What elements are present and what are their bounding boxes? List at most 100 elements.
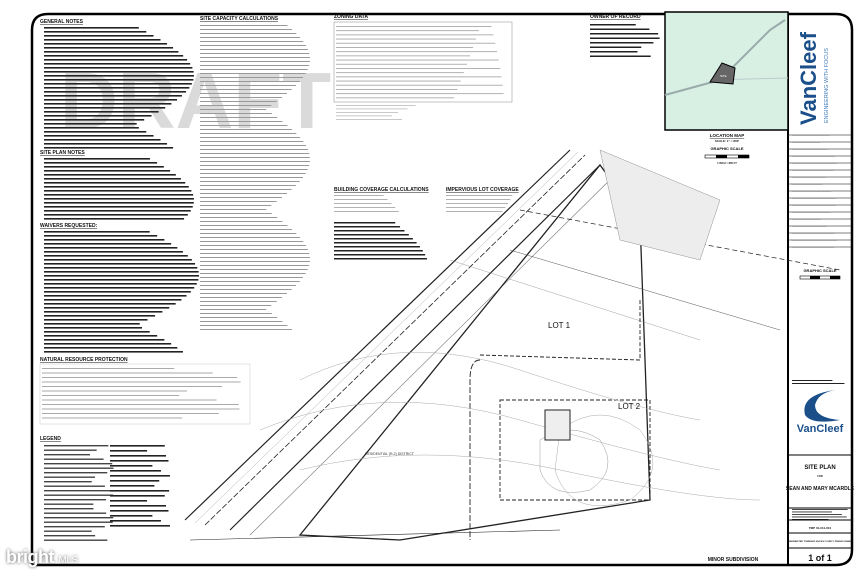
text-line (590, 33, 659, 35)
text-line (200, 37, 301, 38)
text-line (44, 174, 176, 176)
text-line (200, 201, 277, 202)
text-line (334, 211, 399, 212)
text-line (42, 399, 217, 401)
text-line (334, 246, 420, 248)
text-line (200, 165, 310, 166)
text-line (200, 245, 306, 246)
text-line (44, 147, 174, 149)
text-line (44, 95, 182, 97)
text-line (200, 265, 310, 266)
text-line (44, 255, 188, 257)
text-line (336, 112, 399, 113)
property-line (298, 163, 651, 541)
text-line (44, 31, 147, 33)
text-line (200, 305, 272, 306)
text-line (200, 69, 308, 70)
text-line (200, 169, 308, 170)
text-line (44, 481, 92, 483)
text-line (200, 217, 278, 218)
text-line (334, 234, 409, 236)
text-line (200, 45, 306, 46)
text-line (336, 97, 455, 99)
text-line (792, 380, 833, 381)
text-line (44, 178, 181, 180)
note-text-blocks (42, 24, 848, 541)
text-line (44, 275, 199, 277)
text-line (200, 157, 310, 158)
text-line (334, 258, 427, 260)
svg-text:ENGINEERING WITH FOCUS: ENGINEERING WITH FOCUS (824, 48, 830, 123)
text-line (200, 325, 288, 326)
text-line (200, 57, 310, 58)
text-line (336, 47, 474, 48)
text-line (110, 445, 165, 447)
text-line (334, 238, 413, 240)
text-line (44, 521, 113, 523)
waivers-heading: WAIVERS REQUESTED: (40, 223, 98, 229)
sheet-type: MINOR SUBDIVISION (708, 557, 759, 563)
text-line (44, 503, 94, 505)
text-line (200, 77, 304, 78)
svg-text:VanCleef: VanCleef (796, 31, 821, 125)
text-line (44, 55, 184, 57)
text-line (44, 186, 189, 188)
text-line (200, 49, 308, 50)
township-county: BEDMINSTER TOWNSHIP, BUCKS COUNTY, PENNS… (788, 540, 852, 543)
text-line (200, 205, 272, 206)
text-line (44, 87, 190, 89)
text-line (200, 141, 304, 142)
text-line (200, 321, 283, 322)
text-line (44, 218, 185, 220)
plan-scale-bar (799, 275, 841, 280)
text-line (200, 197, 282, 198)
text-line (42, 390, 187, 392)
text-line (792, 516, 847, 518)
building-coverage-heading: BUILDING COVERAGE CALCULATIONS (334, 187, 429, 193)
tax-map-parcel: TMP 01-011-001 (809, 526, 832, 530)
text-line (44, 47, 174, 49)
text-line (110, 480, 160, 482)
text-line (446, 199, 511, 200)
lot-1-label: LOT 1 (548, 321, 571, 330)
van-cleef-logo-swoosh (804, 390, 840, 422)
text-line (42, 381, 241, 383)
text-line (42, 372, 213, 374)
text-line (110, 455, 167, 457)
text-line (200, 121, 283, 122)
text-line (446, 203, 509, 204)
text-line (44, 182, 186, 184)
text-line (44, 127, 139, 129)
text-line (200, 109, 267, 110)
text-line (44, 295, 187, 297)
text-line (44, 291, 191, 293)
text-line (44, 59, 188, 61)
text-line (44, 259, 192, 261)
text-line (590, 37, 660, 39)
existing-dwelling (544, 409, 571, 441)
text-line (200, 229, 293, 230)
text-line (336, 51, 498, 53)
text-line (200, 193, 287, 194)
text-line (44, 135, 154, 137)
text-line (110, 510, 169, 512)
text-line (44, 190, 192, 192)
text-line (336, 30, 479, 32)
text-line (44, 91, 187, 93)
text-line (200, 173, 306, 174)
text-line (44, 323, 140, 325)
text-line (44, 467, 114, 469)
text-line (336, 68, 501, 69)
driveway (469, 359, 481, 540)
location-map-title: LOCATION MAP (710, 133, 744, 138)
text-line (200, 161, 310, 162)
text-line (44, 231, 150, 233)
text-line (110, 520, 161, 522)
graphic-scale-note: 1 INCH = 800 FT (717, 161, 737, 165)
listing-watermark: bright MLS (6, 547, 78, 567)
text-line (44, 319, 148, 321)
general-notes-heading: GENERAL NOTES (40, 19, 84, 25)
site-label: SITE (720, 74, 727, 78)
text-line (44, 485, 105, 487)
site-plan-notes-heading: SITE PLAN NOTES (40, 150, 85, 156)
